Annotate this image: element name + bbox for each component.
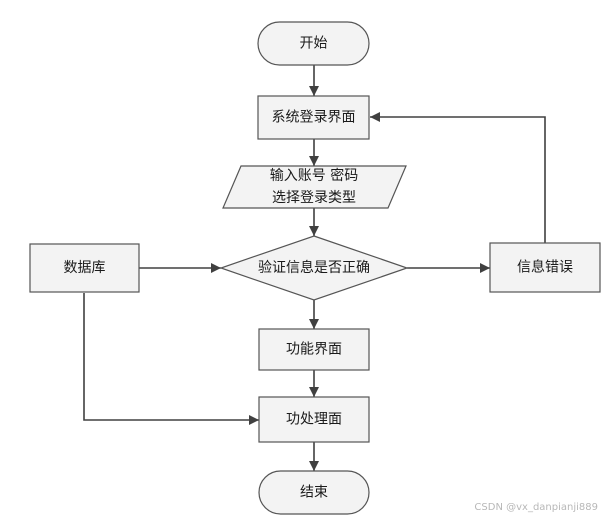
error-node-label: 信息错误	[517, 259, 573, 276]
input-node-shape	[222, 165, 407, 209]
database-node: 数据库	[29, 243, 140, 293]
process-page-node-shape	[258, 396, 370, 443]
login-page-node: 系统登录界面	[257, 95, 370, 140]
error-node: 信息错误	[489, 242, 601, 293]
login-page-node-label: 系统登录界面	[272, 110, 356, 126]
process-page-node: 功处理面	[258, 396, 370, 443]
process-page-node-label: 功处理面	[286, 412, 342, 428]
login-page-node-shape	[257, 95, 370, 140]
edge-database-to-process	[83, 293, 259, 425]
database-node-label: 数据库	[64, 260, 106, 276]
end-node: 结束	[258, 470, 370, 515]
error-node-shape	[489, 242, 601, 293]
validate-node-label: 验证信息是否正确	[258, 259, 370, 276]
watermark: CSDN @vx_danpianji889	[474, 502, 598, 513]
function-page-node-shape	[258, 328, 370, 371]
function-page-node-label: 功能界面	[286, 342, 342, 358]
start-node-label: 开始	[300, 36, 328, 52]
start-node-shape	[257, 21, 370, 66]
input-node: 输入账号 密码 选择登录类型	[222, 165, 407, 209]
input-node-label-line2: 选择登录类型	[272, 190, 356, 206]
input-node-label-line1: 输入账号 密码	[270, 167, 358, 184]
validate-node: 验证信息是否正确	[219, 235, 409, 301]
validate-node-shape	[219, 235, 409, 301]
end-node-shape	[258, 470, 370, 515]
function-page-node: 功能界面	[258, 328, 370, 371]
edge-error-to-login	[370, 112, 546, 243]
start-node: 开始	[257, 21, 370, 66]
database-node-shape	[29, 243, 140, 293]
end-node-label: 结束	[300, 485, 328, 501]
